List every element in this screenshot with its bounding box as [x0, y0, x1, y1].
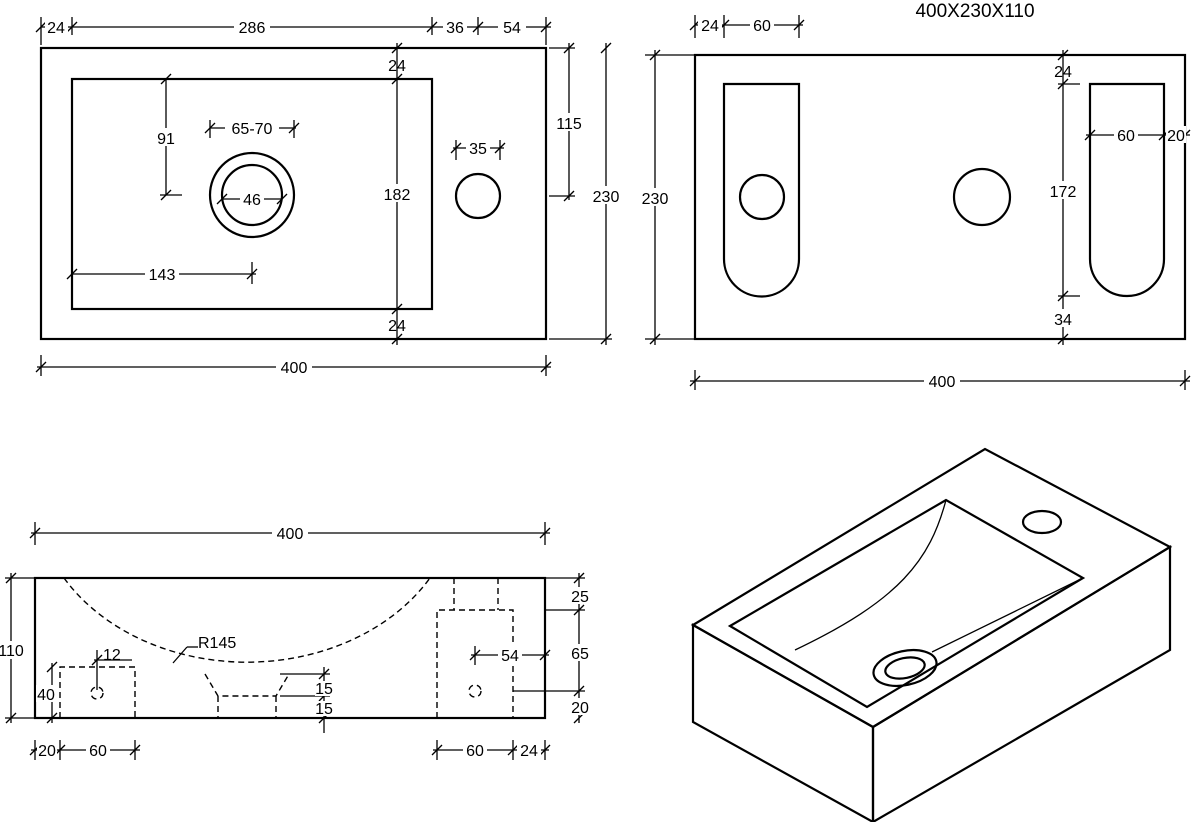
- iso-tap-hole: [1021, 509, 1063, 535]
- dim-gap: 36: [446, 20, 464, 37]
- dim-drain-depth: 91: [157, 131, 175, 148]
- dim-side-20-left: 20: [38, 743, 56, 760]
- dim-bottom-172: 172: [1050, 184, 1077, 201]
- dim-side-12: 12: [103, 647, 121, 664]
- side-view: 400 110 R145 12 40 15 15: [0, 522, 592, 760]
- dim-side-65: 65: [571, 646, 589, 663]
- tap-hole-hidden: [453, 578, 499, 610]
- dim-tap-position: 115: [556, 116, 582, 133]
- dim-drain-diameter: 46: [243, 192, 261, 209]
- dim-bottom-top-24: 24: [1054, 64, 1072, 81]
- dim-top-rim: 24: [388, 58, 406, 75]
- dim-radius: R145: [198, 635, 236, 652]
- left-small-hole: [90, 686, 104, 700]
- dim-tap-hole: 35: [469, 141, 487, 158]
- top-view-outline: [39, 46, 548, 341]
- dim-bottom-rim: 24: [388, 318, 406, 335]
- drain-inner: [220, 163, 284, 227]
- dim-side-54: 54: [501, 648, 519, 665]
- right-small-hole: [468, 684, 482, 698]
- dim-side-60-left: 60: [89, 743, 107, 760]
- dim-height-110: 110: [0, 643, 24, 660]
- bottom-view: 24 60 230 24 172 34 60 20 400: [638, 15, 1191, 391]
- dim-side-15-upper: 15: [315, 681, 333, 698]
- isometric-view: [690, 447, 1173, 822]
- dim-bottom-230: 230: [642, 191, 669, 208]
- iso-drain-outer: [872, 648, 938, 688]
- dim-drain-range: 65-70: [232, 121, 273, 138]
- iso-bowl-curve: [794, 499, 947, 651]
- tap-hole: [454, 172, 502, 220]
- dim-side-60-right: 60: [466, 743, 484, 760]
- iso-drain-inner: [884, 656, 926, 680]
- dim-slot-60: 60: [1117, 128, 1135, 145]
- dim-bottom-60: 60: [753, 18, 771, 35]
- drain-outer: [208, 151, 296, 239]
- left-slot-hole: [738, 173, 786, 221]
- right-slot-hidden: [436, 609, 514, 718]
- dim-width-400: 400: [281, 360, 308, 377]
- iso-top-face: [690, 447, 1173, 729]
- dim-bowl-depth: 182: [384, 187, 411, 204]
- dim-side-24: 24: [520, 743, 538, 760]
- dim-side-20-right: 20: [571, 700, 589, 717]
- dim-bottom-400: 400: [929, 374, 956, 391]
- dim-bowl-width: 286: [239, 20, 266, 37]
- dim-side-400: 400: [277, 526, 304, 543]
- dim-right-edge: 54: [503, 20, 521, 37]
- dim-side-25: 25: [571, 589, 589, 606]
- left-slot: [722, 82, 801, 298]
- dim-bottom-34: 34: [1054, 312, 1072, 329]
- dimensions-title: 400X230X110: [915, 1, 1034, 22]
- dim-depth-230: 230: [593, 189, 620, 206]
- dim-drain-offset: 143: [149, 267, 176, 284]
- dim-side-20: 20: [1167, 128, 1185, 145]
- top-view: 24 286 36 54 24 182 24 91 65-70 46: [35, 17, 623, 377]
- side-view-outline: [33, 576, 547, 720]
- dim-left-edge: 24: [47, 20, 65, 37]
- right-slot: [1088, 82, 1166, 298]
- left-slot-hidden: [59, 666, 136, 718]
- dim-side-15-lower: 15: [315, 701, 333, 718]
- drain-hidden: [204, 673, 290, 697]
- center-hole: [952, 167, 1012, 227]
- iso-front-face: [691, 623, 875, 822]
- dim-bottom-24: 24: [701, 18, 719, 35]
- basin-bowl: [70, 77, 434, 311]
- iso-side-face: [871, 545, 1172, 822]
- bottom-view-outline: [693, 53, 1187, 341]
- dim-side-40: 40: [37, 687, 55, 704]
